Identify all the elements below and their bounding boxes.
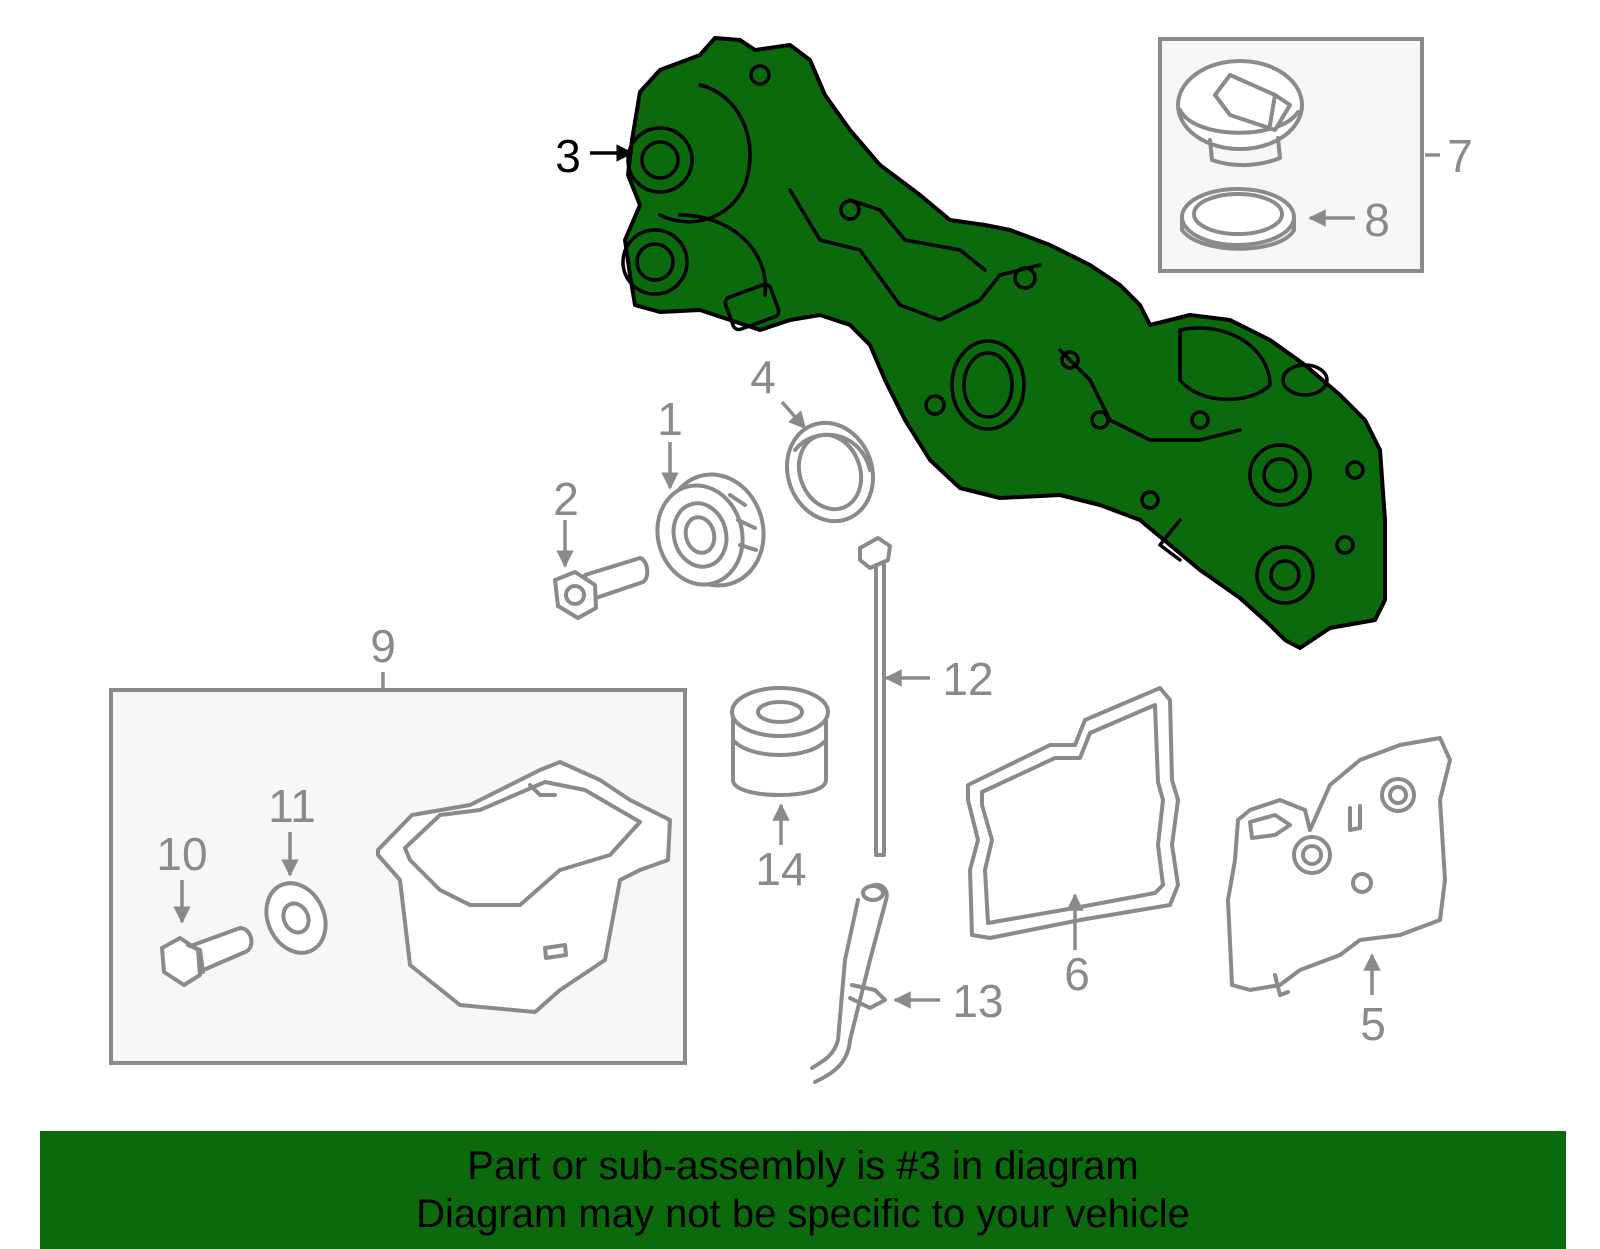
gasket-part-6[interactable]: [966, 686, 1180, 940]
callout-12: 12: [942, 653, 993, 705]
banner-line-1: Part or sub-assembly is #3 in diagram: [467, 1144, 1139, 1188]
callout-10: 10: [156, 828, 207, 880]
oil-filler-cap-part-7[interactable]: [1176, 59, 1304, 168]
seal-ring-part-8[interactable]: [1180, 187, 1296, 251]
washer-part-11[interactable]: [255, 874, 336, 963]
banner-line-2: Diagram may not be specific to your vehi…: [416, 1192, 1190, 1236]
front-seal-part-4[interactable]: [773, 411, 886, 534]
crank-pulley-part-1[interactable]: [646, 463, 775, 596]
dipstick-part-12[interactable]: [858, 536, 892, 857]
oil-filter-part-14[interactable]: [730, 686, 830, 797]
callout-13: 13: [952, 975, 1003, 1027]
callout-8: 8: [1364, 194, 1390, 246]
oil-pan-part-9[interactable]: [376, 760, 672, 1014]
callout-5: 5: [1360, 998, 1386, 1050]
dipstick-tube-part-13[interactable]: [810, 882, 889, 1084]
crank-bolt-part-2[interactable]: [553, 556, 650, 620]
drain-plug-part-10[interactable]: [160, 926, 254, 987]
callout-7: 7: [1447, 130, 1473, 182]
callout-11: 11: [268, 780, 316, 832]
info-banner: Part or sub-assembly is #3 in diagram Di…: [40, 1131, 1566, 1249]
callout-1: 1: [657, 393, 683, 445]
callout-9: 9: [370, 620, 396, 672]
callout-2: 2: [553, 473, 579, 525]
callout-4: 4: [750, 351, 776, 403]
callout-6: 6: [1064, 948, 1090, 1000]
timing-cover-part-3[interactable]: [621, 36, 1387, 650]
callout-14: 14: [755, 843, 806, 895]
callout-3: 3: [555, 130, 581, 182]
cover-plate-part-5[interactable]: [1226, 736, 1452, 997]
